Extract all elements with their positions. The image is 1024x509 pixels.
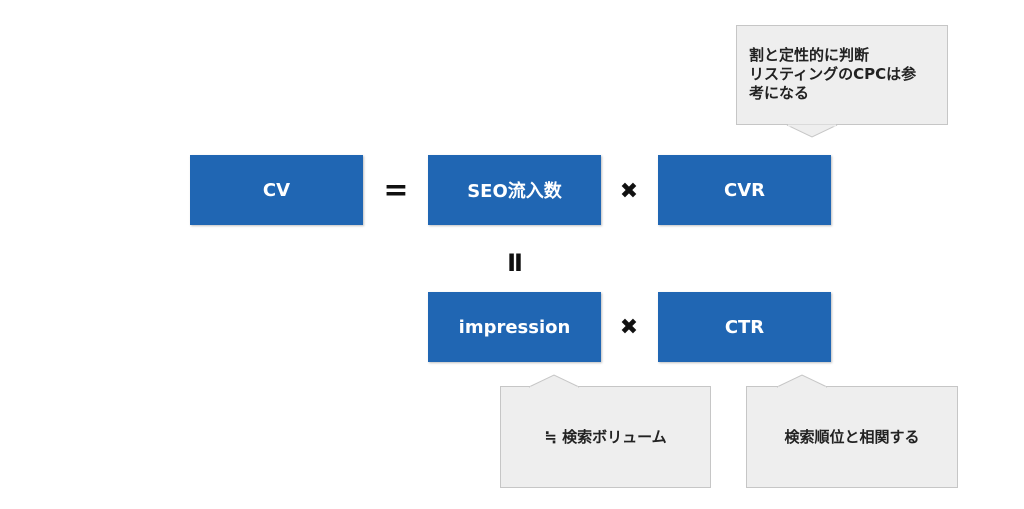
seo-traffic-box: SEO流入数 xyxy=(428,155,601,225)
cvr-note-callout: 割と定性的に判断 リスティングのCPCは参 考になる xyxy=(736,25,948,138)
ctr-note-callout: 検索順位と相関する xyxy=(746,374,958,488)
cvr-note-line-1: 割と定性的に判断 xyxy=(749,46,870,64)
ctr-label: CTR xyxy=(724,316,765,338)
ctr-box: CTR xyxy=(658,292,831,362)
impression-note-callout: ≒ 検索ボリューム xyxy=(500,374,711,488)
cvr-box: CVR xyxy=(658,155,831,225)
callout-pointer-down xyxy=(786,124,838,138)
cv-label: CV xyxy=(262,179,291,201)
impression-note-text: ≒ 検索ボリューム xyxy=(544,427,667,446)
multiply-operator-top: ✖ xyxy=(619,178,639,204)
impression-box: impression xyxy=(428,292,601,362)
impression-label: impression xyxy=(458,316,571,338)
equals-operator: = xyxy=(383,172,409,208)
seo-traffic-label: SEO流入数 xyxy=(467,181,562,202)
cvr-note-line-3: 考になる xyxy=(749,84,810,102)
multiply-operator-bottom: ✖ xyxy=(619,314,639,340)
cv-box: CV xyxy=(190,155,363,225)
cvr-note-line-2: リスティングのCPCは参 xyxy=(749,65,917,83)
ctr-note-text: 検索順位と相関する xyxy=(784,427,920,446)
cvr-label: CVR xyxy=(723,179,765,201)
callout-pointer-up xyxy=(776,374,828,389)
vertical-equals-operator: II xyxy=(507,249,523,277)
callout-pointer-up xyxy=(528,374,580,389)
